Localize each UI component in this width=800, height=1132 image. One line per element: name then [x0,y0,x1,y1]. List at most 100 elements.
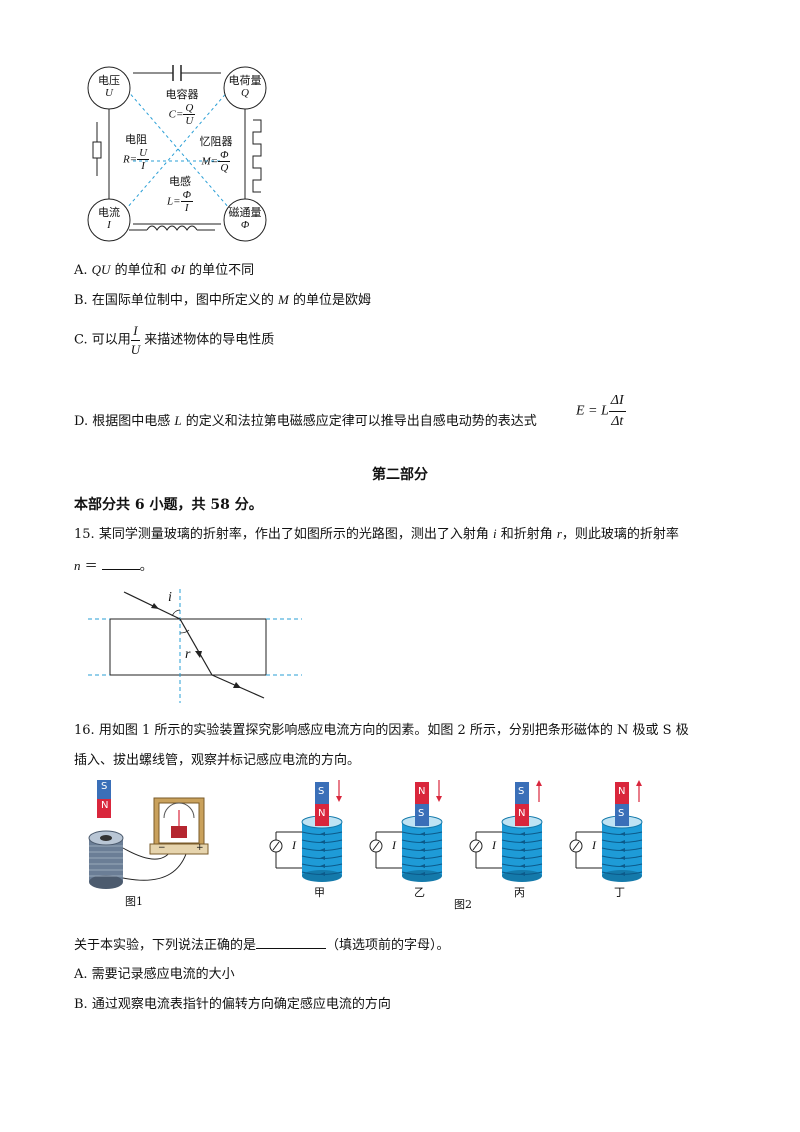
capacitance-den: U [185,115,194,127]
option-c-text2: 来描述物体的导电性质 [140,332,275,348]
option-d-text2: 的定义和法拉第电磁感应定律可以推导出自感电动势的表达式 [181,414,537,429]
q16-option-b-text: 通过观察电流表指针的偏转方向确定感应电流的方向 [91,997,391,1012]
option-c-prefix: C. [74,332,88,348]
angle-r-label: r [185,647,191,662]
capacitance-label: 电容器 [165,88,199,101]
option-d-l: L [174,413,182,428]
magnet-bottom-label: S [418,808,425,819]
magnet-bottom-label: N [518,808,526,819]
panel-label: 甲 [314,886,325,899]
coil-panel-graphic [369,780,443,882]
current-symbol: I [392,838,396,852]
node-current: 电流 I [89,206,129,232]
magnet-n-label: N [101,800,109,811]
node-flux: 磁通量 Φ [221,206,269,232]
magnet-top-label: N [618,786,626,797]
node-flux-symbol: Φ [240,219,250,231]
inductance-label: 电感 [169,175,191,188]
formula-den: Δt [611,414,624,429]
refraction-diagram [88,589,302,703]
inductance-den: I [184,202,189,214]
q15-text3: ，则此玻璃的折射率 [561,527,679,542]
q16-question: 关于本实验，下列说法正确的是 （填选项前的字母）。 [74,936,450,955]
node-flux-label: 磁通量 [228,206,262,219]
q15-text1: 某同学测量玻璃的折射率，作出了如图所示的光路图，测出了入射角 [98,527,493,542]
node-charge: 电荷量 Q [221,74,269,100]
option-b-text2: 的单位是欧姆 [288,293,371,308]
magnet-bottom-label: S [618,808,625,819]
angle-i-label: i [168,590,172,605]
memristor-num: Φ [218,149,231,162]
q14-option-a: A. QU 的单位和 ΦI 的单位不同 [74,261,254,280]
node-voltage-symbol: U [105,87,113,99]
meter-minus-label: − [158,843,166,853]
current-symbol: I [492,838,496,852]
coil-panel-graphic [269,780,343,882]
memristor-lhs: M= [201,155,219,168]
part2-subtitle: 本部分共 6 小题，共 58 分。 [74,497,263,513]
q15-i: i [492,526,497,541]
q16-option-a-text: 需要记录感应电流的大小 [91,967,235,982]
node-charge-symbol: Q [241,87,249,99]
resistance-den: I [141,160,145,172]
option-a-phii: ΦI [170,262,185,277]
q15-r: r [556,526,562,541]
magnet-s-label: S [101,781,108,792]
magnet-bottom-label: N [318,808,326,819]
option-c-num: I [130,322,141,341]
node-charge-label: 电荷量 [228,74,262,87]
figure2-label: 图2 [454,898,472,911]
q16-line1: 16. 用如图 1 所示的实验装置探究影响感应电流方向的因素。如图 2 所示，分… [74,722,689,740]
option-d-text1: 根据图中电感 [92,414,175,429]
q16-option-b-prefix: B. [74,997,88,1012]
figure1-apparatus [88,780,209,889]
q15-eq: ＝ [80,559,102,574]
q15-n: n [74,558,81,573]
option-c-den: U [130,342,141,357]
capacitance-lhs: C= [168,108,184,121]
option-c-text1: 可以用 [91,332,131,348]
q16-question-end: （填选项前的字母）。 [326,938,450,953]
memristor-den: Q [220,162,229,174]
node-current-label: 电流 [98,206,120,219]
option-d-prefix: D. [74,414,89,429]
node-current-symbol: I [107,219,111,231]
q14-option-d: D. 根据图中电感 L 的定义和法拉第电磁感应定律可以推导出自感电动势的表达式 [74,412,537,431]
inductance-num: Φ [180,189,193,202]
q15-answer-blank[interactable] [101,557,140,570]
panel-label: 乙 [414,886,425,899]
physics-quantity-diagram [87,63,267,242]
node-voltage-label: 电压 [98,74,120,87]
q14-option-b: B. 在国际单位制中，图中所定义的 M 的单位是欧姆 [74,291,371,310]
formula-num: ΔI [608,391,626,412]
q15-end: 。 [139,559,153,574]
q16-line2: 插入、拔出螺线管，观察并标记感应电流的方向。 [74,753,361,768]
q16-question-text: 关于本实验，下列说法正确的是 [74,938,257,953]
option-a-text2: 的单位不同 [184,263,255,278]
q16-text1: 用如图 1 所示的实验装置探究影响感应电流方向的因素。如图 2 所示，分别把条形… [98,723,689,738]
option-b-prefix: B. [74,293,88,308]
current-symbol: I [292,838,296,852]
memristor-label: 忆阻器 [199,135,233,148]
part2-title: 第二部分 [372,467,428,483]
panel-label: 丙 [514,886,525,899]
q15-answer-line: n ＝ 。 [74,557,153,576]
q16-option-a: A. 需要记录感应电流的大小 [74,966,235,984]
q16-option-a-prefix: A. [74,967,88,982]
resistance-lhs: R= [122,153,138,166]
coil-panel-graphic [469,780,543,882]
resistance-label: 电阻 [125,133,147,146]
q16-answer-blank[interactable] [256,936,327,949]
magnet-top-label: S [518,786,525,797]
q16-option-b: B. 通过观察电流表指针的偏转方向确定感应电流的方向 [74,996,391,1014]
inductance-lhs: L= [167,195,181,208]
option-a-qu: QU [91,262,111,277]
